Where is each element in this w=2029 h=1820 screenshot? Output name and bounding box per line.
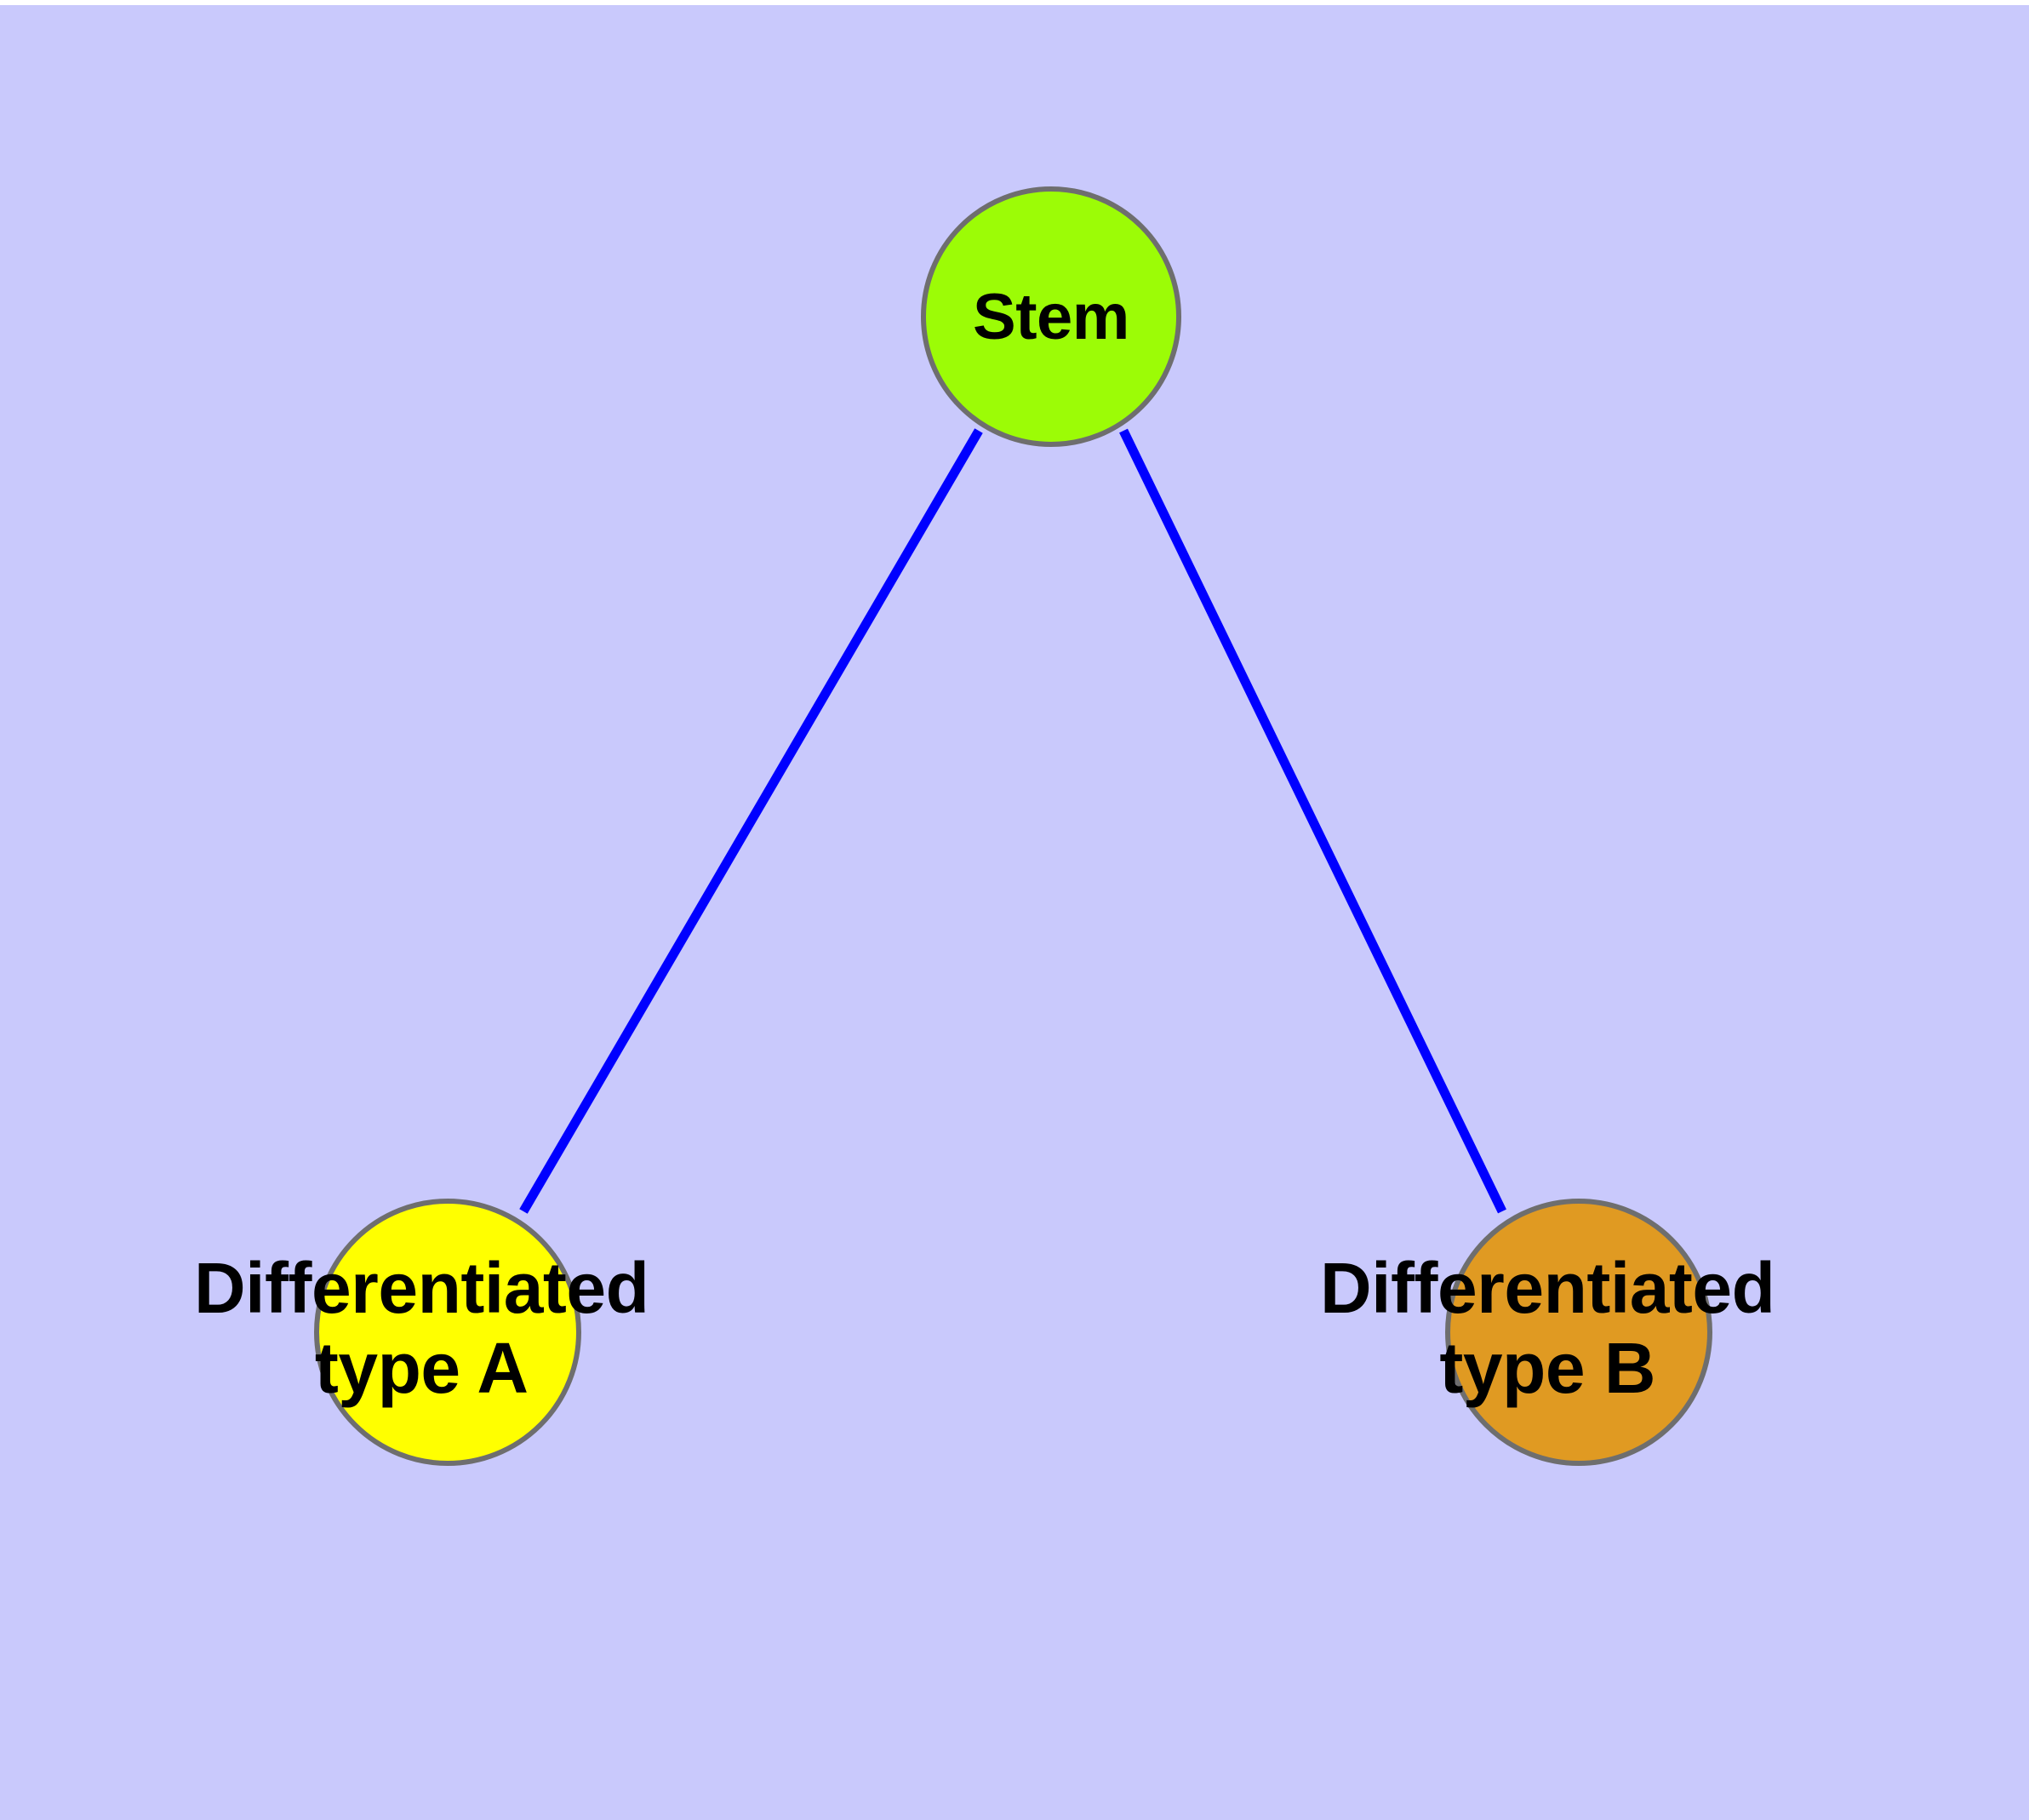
node-differentiated-type-a[interactable] (314, 1199, 581, 1466)
node-differentiated-type-b[interactable] (1445, 1199, 1712, 1466)
node-layer (314, 186, 1712, 1466)
node-stem[interactable] (921, 186, 1181, 447)
edge-stem-to-differentiated-type-b (1119, 428, 1506, 1214)
edge-stem-to-differentiated-type-a (519, 428, 983, 1214)
edge-layer (519, 428, 1506, 1214)
